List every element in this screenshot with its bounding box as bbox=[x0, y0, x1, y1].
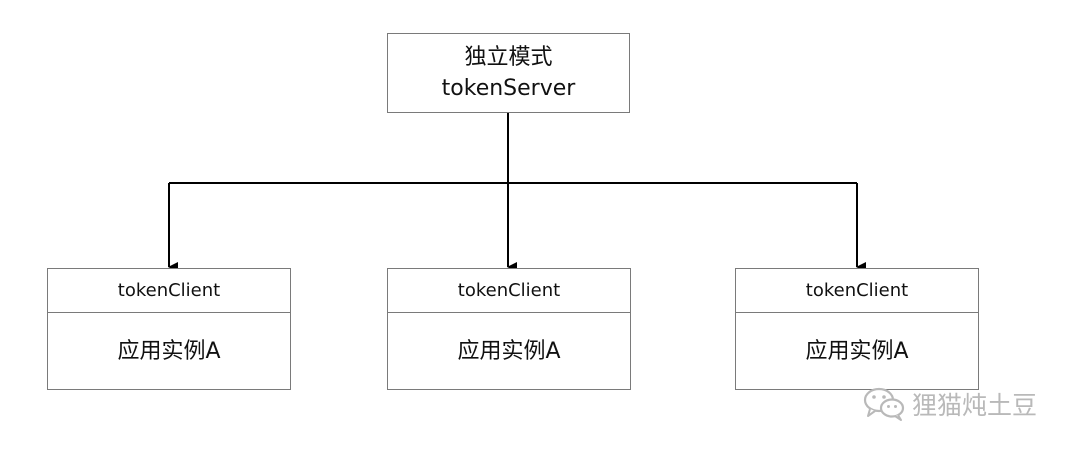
client-header: tokenClient bbox=[736, 269, 978, 313]
client-header: tokenClient bbox=[388, 269, 630, 313]
token-client-node: tokenClient 应用实例A bbox=[735, 268, 979, 390]
server-mode-label: 独立模式 bbox=[464, 45, 553, 70]
token-client-node: tokenClient 应用实例A bbox=[387, 268, 631, 390]
wechat-icon bbox=[863, 387, 905, 421]
watermark: 狸猫炖土豆 bbox=[862, 384, 1037, 424]
client-header: tokenClient bbox=[48, 269, 290, 313]
client-instance-label: 应用实例A bbox=[457, 339, 561, 364]
watermark-text: 狸猫炖土豆 bbox=[912, 391, 1038, 420]
client-instance-label: 应用实例A bbox=[117, 339, 221, 364]
client-instance-label: 应用实例A bbox=[805, 339, 909, 364]
server-name-label: tokenServer bbox=[441, 76, 576, 101]
token-server-node: 独立模式 tokenServer bbox=[387, 33, 630, 113]
token-client-node: tokenClient 应用实例A bbox=[47, 268, 291, 390]
